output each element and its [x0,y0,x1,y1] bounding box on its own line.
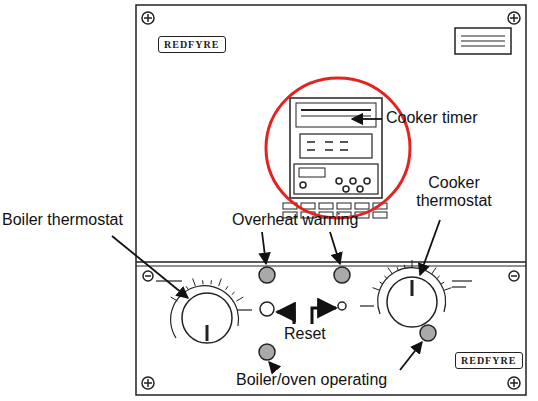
screws [142,12,520,389]
reset-label: Reset [284,325,326,343]
brand-text: REDFYRE [461,355,517,366]
vent-plate [455,28,511,54]
boiler-thermostat-knob [171,279,244,343]
highlight-circle [266,78,410,218]
warning-label: Overheat warning [232,211,358,229]
thermostat-label: Boiler thermostat [2,211,123,229]
indicator-lamps [259,267,436,360]
cooker-timer [283,98,387,218]
timer-label: Cooker timer [386,109,478,127]
thermostat-label: Cooker thermostat [404,174,504,211]
panel-outline [136,5,526,395]
panel-divider [136,261,526,263]
cooker-thermostat-knob [373,260,452,327]
brand-badge: REDFYRE [158,36,226,53]
leader-arrows [112,119,440,370]
brand-text: REDFYRE [164,39,220,50]
lamp-label: Boiler/oven operating [236,371,387,389]
brand-badge: REDFYRE [455,352,523,369]
